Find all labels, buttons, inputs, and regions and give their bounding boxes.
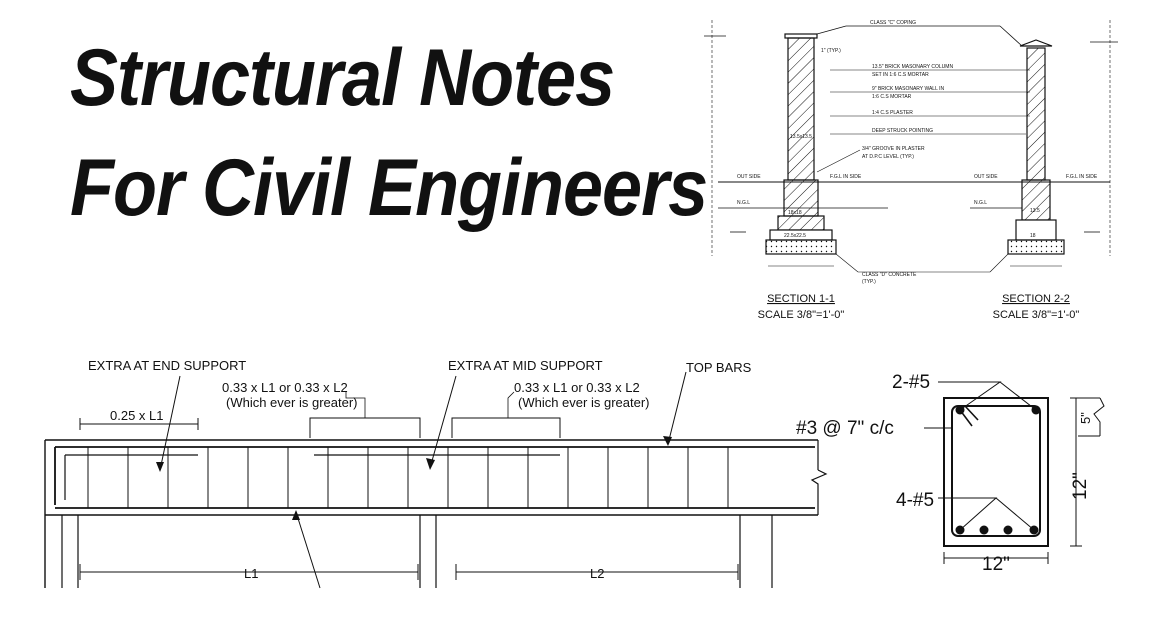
groove-label-1: 3/4" GROOVE IN PLASTER [862,146,925,152]
beam-elevation-drawing: EXTRA AT END SUPPORT 0.33 x L1 or 0.33 x… [44,358,828,589]
top-bars-spec: 2-#5 [892,372,930,393]
fgl-label-1: F.G.L IN SIDE [830,174,862,180]
beam-cross-section: 2-#5 #3 @ 7" c/c 4-#5 5" 12" 12" [796,372,1105,575]
out-side-label-2: OUT SIDE [974,174,998,180]
bottom-bar-3 [1003,525,1013,535]
concrete-label-2: (TYP.) [862,279,876,285]
extra-mid-support-label: EXTRA AT MID SUPPORT [448,358,603,373]
concrete-label-1: CLASS "D" CONCRETE [862,272,917,278]
column-note-2: SET IN 1:6 C.S MORTAR [872,72,929,78]
section-2-title: SECTION 2-2 [1002,293,1070,305]
plaster-label: 1:4 C.S PLASTER [872,110,913,116]
top-cover-dimension: 5" [1078,412,1093,424]
column-dimension: 13.5x13.5 [790,134,812,140]
mid-formula-label: 0.33 x L1 or 0.33 x L2 [514,380,640,395]
wall-dimension: 13.5 [1030,208,1040,214]
base-dimension-1: 18x18 [788,210,802,216]
pointing-label: DEEP STRUCK POINTING [872,128,933,134]
stirrup-spec: #3 @ 7" c/c [796,418,894,439]
section-2-wall [1007,39,1065,255]
section-1-column [765,33,837,255]
out-side-label-1: OUT SIDE [737,174,761,180]
bottom-bar-2 [979,525,989,535]
span-l1-label: L1 [244,566,258,581]
beam-stirrups [87,447,729,508]
groove-label-2: AT D.P.C LEVEL (TYP.) [862,154,914,160]
end-which-label: (Which ever is greater) [226,395,357,410]
wall-section-drawing: CLASS "C" COPING 1" (TYP.) 13.5" BRICK M… [704,20,1118,321]
section-1-scale: SCALE 3/8"=1'-0" [758,309,845,321]
ngl-label-2: N.G.L [974,200,987,206]
coping-label: CLASS "C" COPING [870,20,916,26]
span-l2-label: L2 [590,566,604,581]
section-2-scale: SCALE 3/8"=1'-0" [993,309,1080,321]
title-line-1: Structural Notes [70,33,615,123]
mid-which-label: (Which ever is greater) [518,395,649,410]
typ-top-label: 1" (TYP.) [821,48,841,54]
bottom-bars-spec: 4-#5 [896,490,934,511]
fgl-label-2: F.G.L IN SIDE [1066,174,1098,180]
top-bars-label: TOP BARS [686,360,752,375]
extra-end-support-label: EXTRA AT END SUPPORT [88,358,246,373]
section-1-title: SECTION 1-1 [767,293,835,305]
wall-note-1: 9" BRICK MASONARY WALL IN [872,86,944,92]
ngl-label-1: N.G.L [737,200,750,206]
end-formula-label: 0.33 x L1 or 0.33 x L2 [222,380,348,395]
column-note-1: 13.5" BRICK MASONARY COLUMN [872,64,953,70]
width-dimension: 12" [982,554,1010,575]
depth-dimension: 12" [1070,472,1091,500]
base-dimension-2: 22.5x22.5 [784,233,806,239]
title-line-2: For Civil Engineers [70,143,708,233]
footing-dimension: 18 [1030,233,1036,239]
quarter-span-label: 0.25 x L1 [110,408,164,423]
wall-note-2: 1:6 C.S MORTAR [872,94,912,100]
